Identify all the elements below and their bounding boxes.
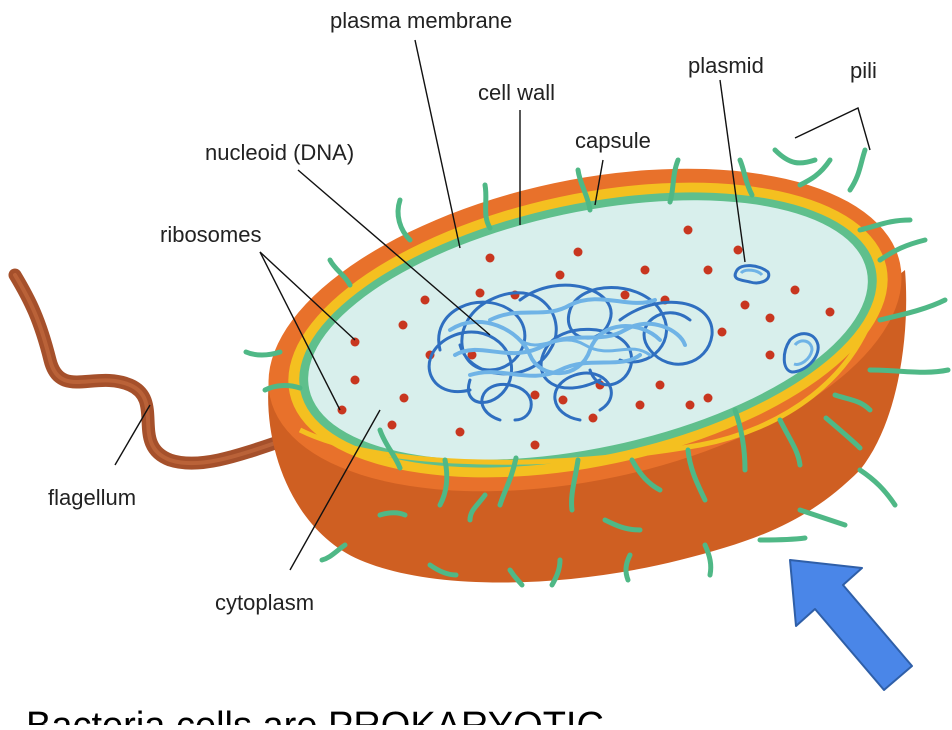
label-pili: pili bbox=[850, 58, 877, 83]
label-ribosomes: ribosomes bbox=[160, 222, 261, 247]
label-flagellum: flagellum bbox=[48, 485, 136, 510]
leader-pili bbox=[795, 108, 870, 150]
label-plasmid: plasmid bbox=[688, 53, 764, 78]
plasmid-1 bbox=[735, 266, 769, 283]
leader-plasma-membrane bbox=[415, 40, 460, 248]
label-nucleoid: nucleoid (DNA) bbox=[205, 140, 354, 165]
label-cytoplasm: cytoplasm bbox=[215, 590, 314, 615]
label-plasma-membrane: plasma membrane bbox=[330, 8, 512, 33]
flagellum bbox=[15, 275, 290, 463]
caption: Bacteria cells are PROKARYOTIC bbox=[26, 705, 604, 725]
label-cell-wall: cell wall bbox=[478, 80, 555, 105]
label-capsule: capsule bbox=[575, 128, 651, 153]
arrow-up-left-icon bbox=[790, 560, 912, 690]
